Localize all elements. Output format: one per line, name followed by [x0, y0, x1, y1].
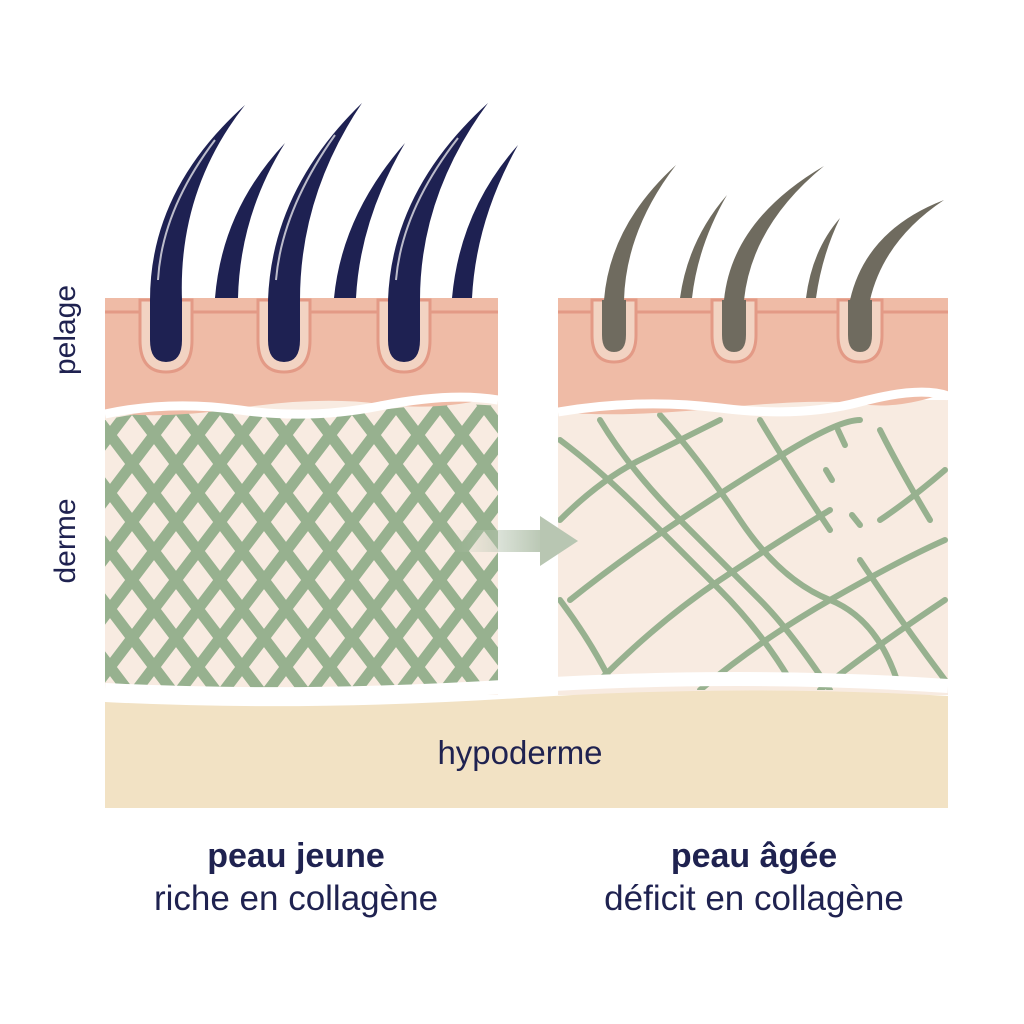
caption-title: peau jeune: [207, 837, 385, 875]
layer-label-pelage: pelage: [49, 284, 82, 376]
hair: [850, 200, 944, 300]
layer-label-derme: derme: [49, 498, 82, 584]
caption-title: peau âgée: [670, 837, 838, 875]
follicle: [710, 298, 758, 364]
caption-subtitle: déficit en collagène: [604, 879, 904, 918]
transition-arrow: [452, 516, 578, 566]
aged-dermal-junction: [557, 387, 950, 417]
young-dermis: [105, 400, 498, 695]
young-skin-panel: [104, 103, 518, 695]
young-follicles: [138, 298, 432, 374]
aged-skin-panel: [557, 165, 950, 695]
follicle: [590, 298, 638, 364]
layer-label-hypoderme: hypoderme: [437, 734, 603, 771]
young-hair-highlights: [157, 134, 459, 281]
hair: [806, 218, 840, 298]
hypodermis-layer: [105, 690, 948, 808]
hair: [724, 166, 824, 300]
young-collagen-mesh: [105, 404, 498, 690]
hair: [680, 195, 727, 298]
caption-young-skin: peau jeune riche en collagène: [86, 836, 506, 922]
caption-subtitle: riche en collagène: [153, 879, 439, 918]
young-dermal-junction: [104, 392, 499, 419]
hair: [604, 165, 676, 300]
follicle: [376, 298, 432, 374]
hypodermis-junction: [104, 672, 949, 702]
follicle: [138, 298, 194, 374]
follicle: [256, 298, 312, 374]
aged-collagen-fibers: [558, 412, 948, 690]
hair: [268, 103, 362, 300]
hair: [452, 145, 518, 298]
aged-hairs: [604, 165, 944, 300]
hair: [215, 143, 285, 298]
aged-follicles: [590, 298, 884, 364]
young-hairs: [150, 103, 518, 300]
hair: [150, 105, 245, 300]
caption-aged-skin: peau âgée déficit en collagène: [544, 836, 964, 922]
follicle: [836, 298, 884, 364]
hair: [388, 103, 488, 300]
hair: [334, 143, 405, 298]
